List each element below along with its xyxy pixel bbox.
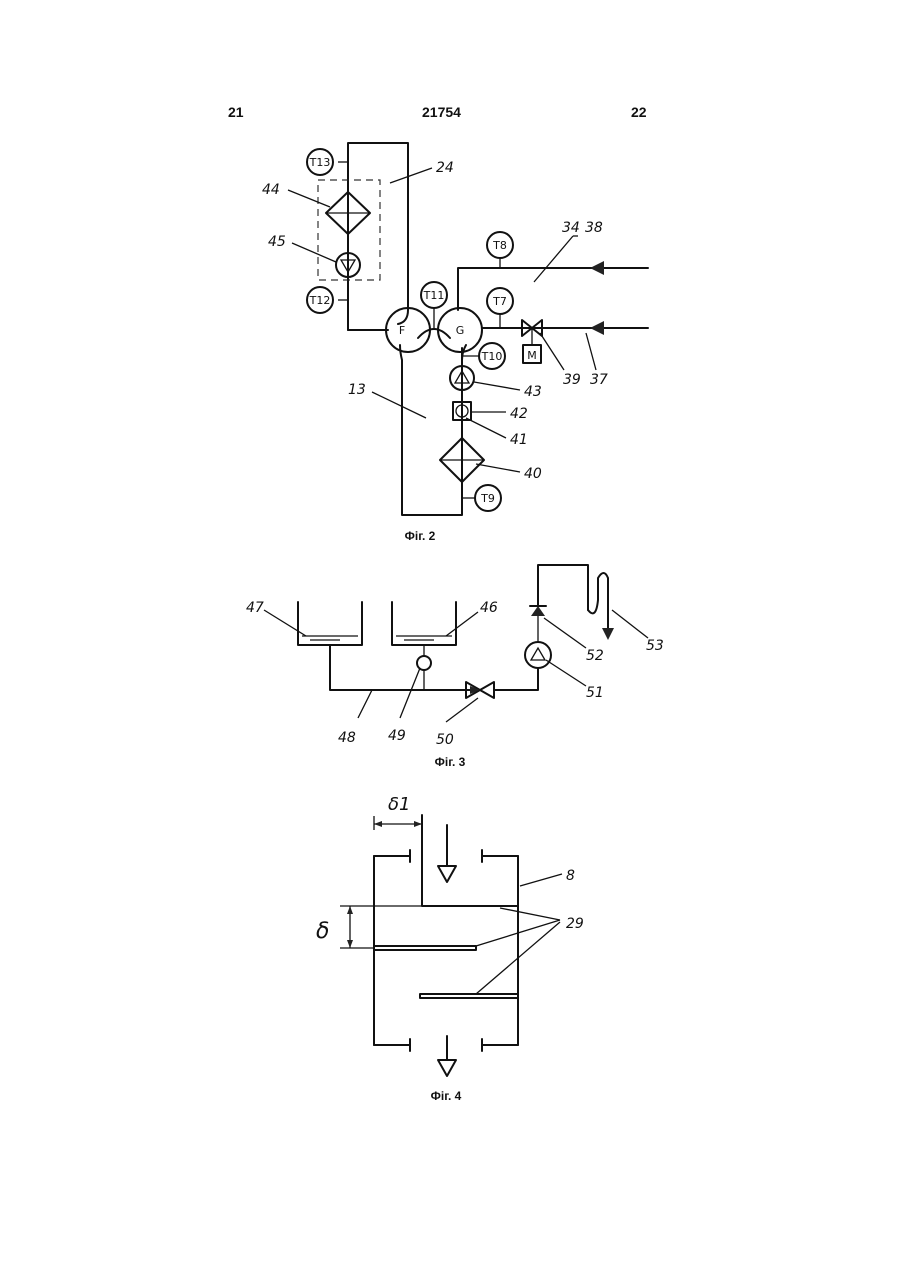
tank-46	[392, 602, 456, 645]
sensor-t7-label: T7	[492, 295, 507, 308]
pump-51	[525, 642, 551, 668]
sensor-t12-label: T12	[309, 294, 331, 307]
sensor-t13: T13	[307, 149, 333, 175]
motor-label: M	[527, 349, 537, 362]
label-41: 41	[510, 432, 528, 448]
sensor-t10-label: T10	[481, 350, 503, 363]
sensor-t11-label: T11	[423, 289, 445, 302]
plate-29-lower	[420, 994, 518, 998]
label-29: 29	[566, 916, 584, 932]
plate-29-upper	[374, 946, 476, 950]
valve-50	[466, 682, 494, 698]
check-valve-52	[530, 606, 546, 616]
label-47: 47	[246, 600, 264, 616]
figure-2: T13 T12 F G M	[262, 143, 648, 543]
sensor-t11: T11	[421, 282, 447, 308]
label-38: 38	[585, 220, 603, 236]
label-39: 39	[563, 372, 581, 388]
sensor-49	[417, 656, 431, 670]
label-45: 45	[268, 234, 286, 250]
label-46: 46	[480, 600, 498, 616]
label-43: 43	[524, 384, 542, 400]
label-34: 34	[562, 220, 580, 236]
label-48: 48	[338, 730, 356, 746]
sensor-t10: T10	[479, 343, 505, 369]
label-50: 50	[436, 732, 454, 748]
label-37: 37	[590, 372, 608, 388]
label-53: 53	[646, 638, 664, 654]
figure-2-caption: Фіг. 2	[405, 529, 436, 543]
sensor-t9: T9	[475, 485, 501, 511]
label-49: 49	[388, 728, 406, 744]
heat-exchanger-40	[440, 438, 484, 482]
label-44: 44	[262, 182, 280, 198]
label-52: 52	[586, 648, 604, 664]
label-40: 40	[524, 466, 542, 482]
sensor-t8-label: T8	[492, 239, 507, 252]
label-51: 51	[586, 685, 604, 701]
figure-3: 47 46 48 49 50 51 52 53 Фіг. 3	[246, 565, 664, 769]
figure-4-caption: Фіг. 4	[431, 1089, 462, 1103]
figure-4: δ1 δ 8 29 Фіг. 4	[316, 794, 584, 1103]
column-13-wall	[400, 345, 466, 515]
label-8: 8	[566, 868, 575, 884]
label-delta1: δ1	[388, 794, 410, 815]
label-24: 24	[436, 160, 454, 176]
sensor-t7: T7	[487, 288, 513, 314]
sensor-t12: T12	[307, 287, 333, 313]
exchanger-g: G	[438, 308, 482, 352]
label-42: 42	[510, 406, 528, 422]
figure-3-caption: Фіг. 3	[435, 755, 466, 769]
sensor-t9-label: T9	[480, 492, 495, 505]
valve-39: M	[522, 320, 542, 363]
sensor-t13-label: T13	[309, 156, 331, 169]
column-24-wall	[348, 143, 408, 330]
sensor-t8: T8	[487, 232, 513, 258]
label-13: 13	[348, 382, 366, 398]
exchanger-f-label: F	[399, 324, 405, 337]
exchanger-g-label: G	[456, 324, 465, 337]
pipe-48	[330, 645, 470, 690]
tank-47	[298, 602, 362, 645]
coil-53	[588, 573, 608, 630]
label-delta: δ	[316, 919, 329, 944]
